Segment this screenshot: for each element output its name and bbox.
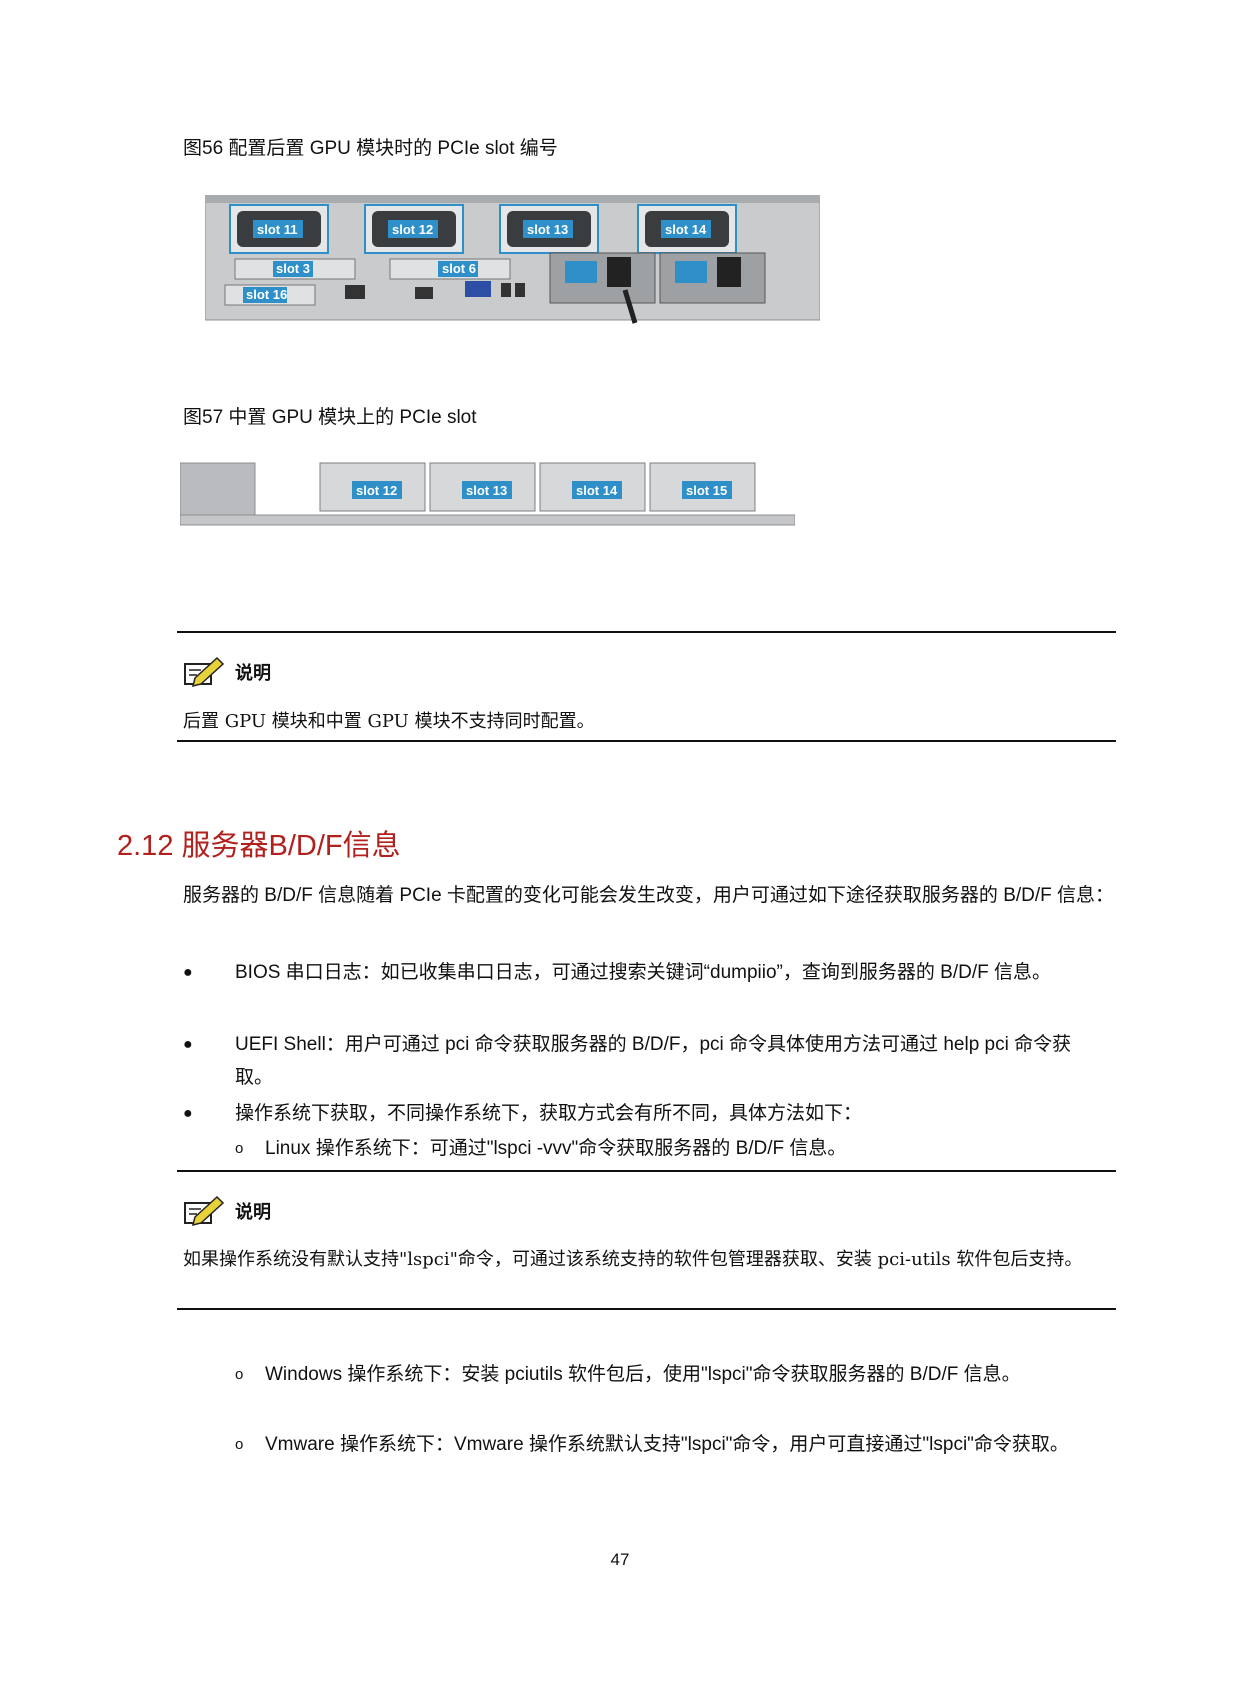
note1-text: 后置 GPU 模块和中置 GPU 模块不支持同时配置。 [183,711,595,732]
bullet-item: ● 操作系统下获取，不同操作系统下，获取方式会有所不同，具体方法如下： [183,1097,1103,1130]
fig57-slot-label: slot 13 [466,483,507,498]
sub-text: Linux 操作系统下：可通过"lspci -vvv"命令获取服务器的 B/D/… [265,1138,847,1159]
fig56-slot-label: slot 11 [257,222,297,237]
fig56-slot-label: slot 13 [527,222,568,237]
fig56-slot-label: slot 12 [392,222,433,237]
fig57-slot-label: slot 14 [576,483,618,498]
sub-text: Vmware 操作系统下：Vmware 操作系统默认支持"lspci"命令，用户… [265,1434,1069,1455]
fig57-slot-label: slot 12 [356,483,397,498]
fig56-slot-label: slot 6 [442,261,476,276]
fig56-slot-label: slot 14 [665,222,707,237]
note1-label: 说明 [235,663,271,683]
sub-marker: o [235,1366,244,1383]
note1-header: 说明 [183,656,271,688]
bullet-item: ● BIOS 串口日志：如已收集串口日志，可通过搜索关键词“dumpiio”，查… [183,956,1103,989]
section-title: 2.12 服务器B/D/F信息 [117,830,401,862]
note1-top-rule [177,631,1116,633]
figure56-server-rear-image: slot 11 slot 12 slot 13 slot 14 slot 3 s… [205,195,820,324]
fig56-slot-label: slot 3 [276,261,310,276]
note2-top-rule [177,1170,1116,1172]
note2-text: 如果操作系统没有默认支持"lspci"命令，可通过该系统支持的软件包管理器获取、… [183,1249,1083,1270]
sub-marker: o [235,1140,244,1157]
note2-bottom-rule [177,1308,1116,1310]
note1-bottom-rule [177,740,1116,742]
figure57-caption: 图57 中置 GPU 模块上的 PCIe slot [183,407,477,428]
note-pencil-icon [184,1195,225,1227]
fig57-slot-label: slot 15 [686,483,727,498]
bullet-text: BIOS 串口日志：如已收集串口日志，可通过搜索关键词“dumpiio”，查询到… [235,962,1051,983]
note2-header: 说明 [183,1195,271,1227]
note2-label: 说明 [235,1202,271,1222]
note-pencil-icon [184,656,225,688]
section-intro: 服务器的 B/D/F 信息随着 PCIe 卡配置的变化可能会发生改变，用户可通过… [183,885,1115,906]
sub-text: Windows 操作系统下：安装 pciutils 软件包后，使用"lspci"… [265,1364,1021,1385]
sub-marker: o [235,1436,244,1453]
sub-item-windows: o Windows 操作系统下：安装 pciutils 软件包后，使用"lspc… [235,1358,1095,1391]
sub-item-linux: o Linux 操作系统下：可通过"lspci -vvv"命令获取服务器的 B/… [235,1132,1095,1165]
bullet-marker: ● [183,964,193,981]
bullet-text: UEFI Shell：用户可通过 pci 命令获取服务器的 B/D/F，pci … [235,1034,1072,1088]
figure57-gpu-module-image: slot 12 slot 13 slot 14 slot 15 [180,462,795,526]
bullet-marker: ● [183,1036,193,1053]
page-number: 47 [610,1550,630,1569]
figure56-caption: 图56 配置后置 GPU 模块时的 PCIe slot 编号 [183,138,558,159]
bullet-marker: ● [183,1105,193,1122]
bullet-item: ● UEFI Shell：用户可通过 pci 命令获取服务器的 B/D/F，pc… [183,1028,1103,1094]
sub-item-vmware: o Vmware 操作系统下：Vmware 操作系统默认支持"lspci"命令，… [235,1428,1095,1461]
fig56-slot-label: slot 16 [246,287,287,302]
bullet-text: 操作系统下获取，不同操作系统下，获取方式会有所不同，具体方法如下： [235,1103,863,1124]
